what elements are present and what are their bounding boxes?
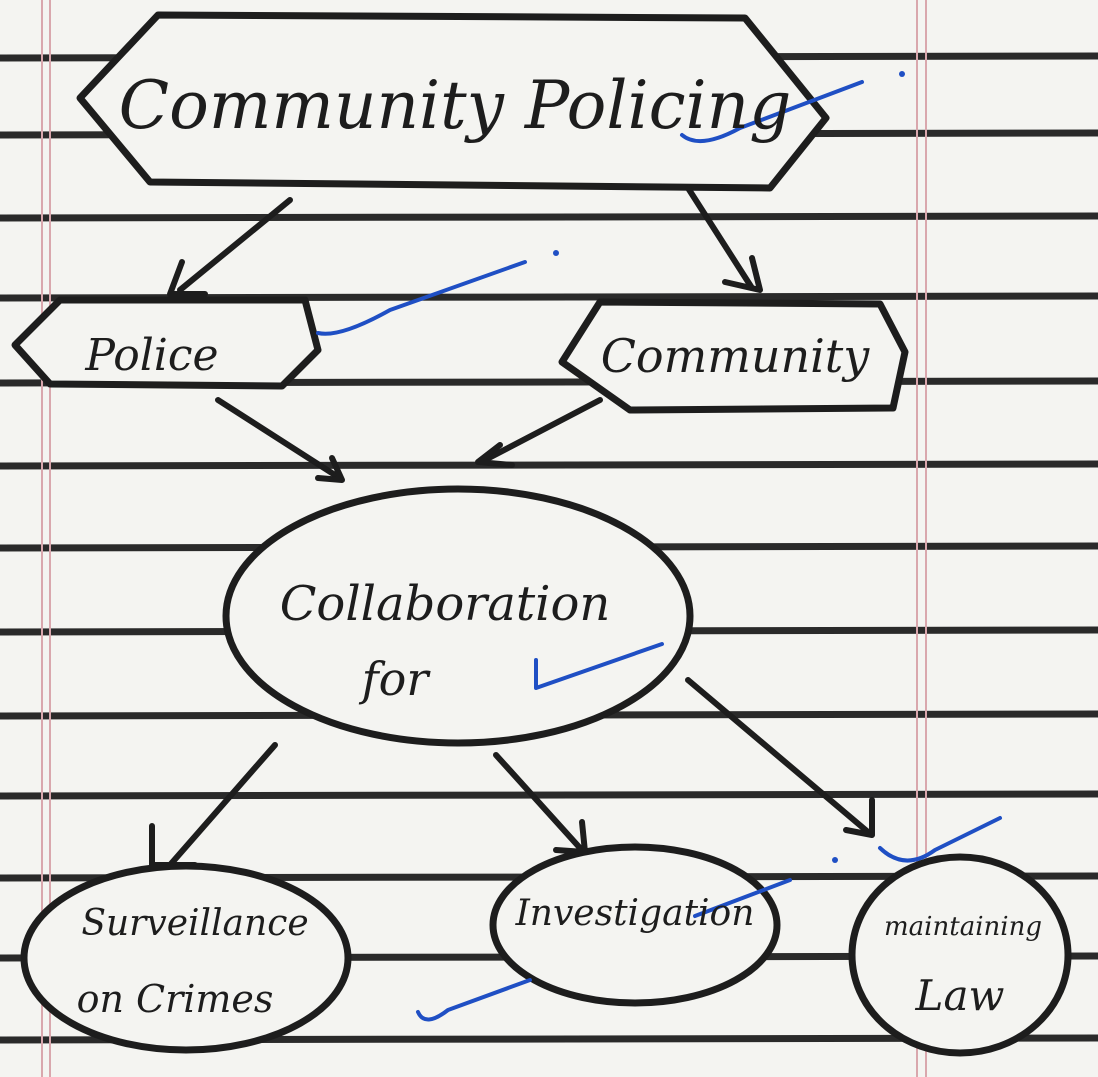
title-hexagon <box>76 11 830 192</box>
community-label: Community <box>601 329 871 383</box>
check-mark-maintaining <box>878 816 1002 863</box>
surveillance-label-line1: Surveillance <box>81 903 308 944</box>
surveillance-ellipse <box>20 862 352 1054</box>
arrow-title-to-police <box>167 197 293 297</box>
check-mark-surveillance <box>416 978 532 1022</box>
arrow-police-to-collaboration <box>215 397 345 483</box>
maintaining-ellipse <box>848 853 1072 1057</box>
community-hexagon <box>558 298 909 414</box>
collaboration-label-line2: for <box>359 652 432 706</box>
arrow-collaboration-to-investigation <box>493 752 588 855</box>
arrow-title-to-community <box>685 185 763 293</box>
collaboration-label-line1: Collaboration <box>280 576 611 632</box>
title-label: Community Policing <box>119 67 792 144</box>
investigation-ellipse <box>489 843 781 1007</box>
check-mark-investigation <box>693 878 792 918</box>
arrow-community-to-collaboration <box>475 397 603 468</box>
maintaining-label-line1: maintaining <box>884 912 1042 942</box>
collaboration-ellipse <box>222 485 694 747</box>
check-mark-police <box>316 260 527 336</box>
investigation-label: Investigation <box>515 893 755 934</box>
arrow-collaboration-to-maintaining <box>685 677 875 838</box>
arrow-collaboration-to-surveillance <box>149 742 278 868</box>
surveillance-label-line2: on Crimes <box>77 977 274 1021</box>
check-mark-collaboration <box>534 642 664 690</box>
maintaining-label-line2: Law <box>915 971 1005 1020</box>
police-label: Police <box>84 330 218 381</box>
police-hexagon <box>11 296 322 390</box>
check-mark-title <box>680 80 864 144</box>
